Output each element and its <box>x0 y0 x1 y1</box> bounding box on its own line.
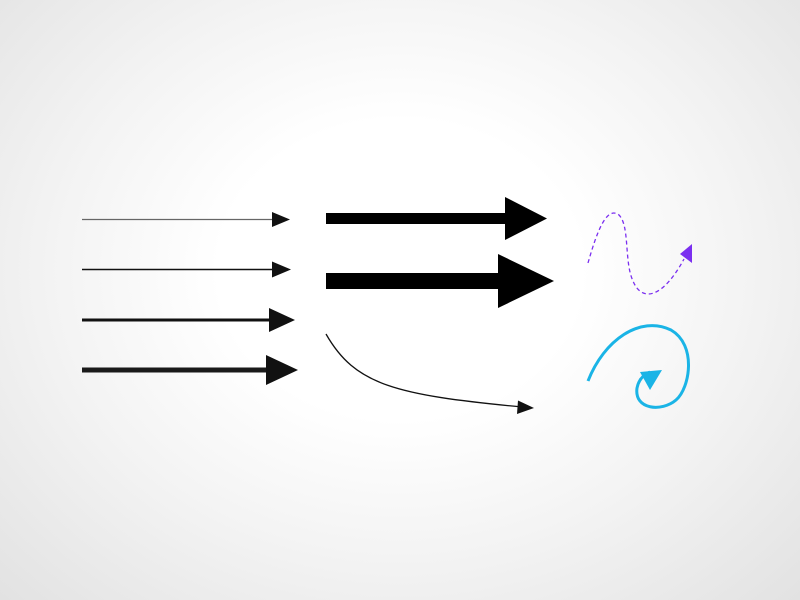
arrow-block-1 <box>326 197 547 240</box>
arrow-curved <box>325 333 534 414</box>
arrow-block-2 <box>326 254 554 308</box>
arrow-straight-thick <box>82 355 298 385</box>
arrow-spiral <box>586 324 690 409</box>
arrow-dashed-squiggle <box>587 212 692 295</box>
arrow-straight-thin-1 <box>82 212 290 227</box>
arrow-straight-thin-2 <box>82 261 291 278</box>
arrow-straight-medium <box>82 308 295 332</box>
